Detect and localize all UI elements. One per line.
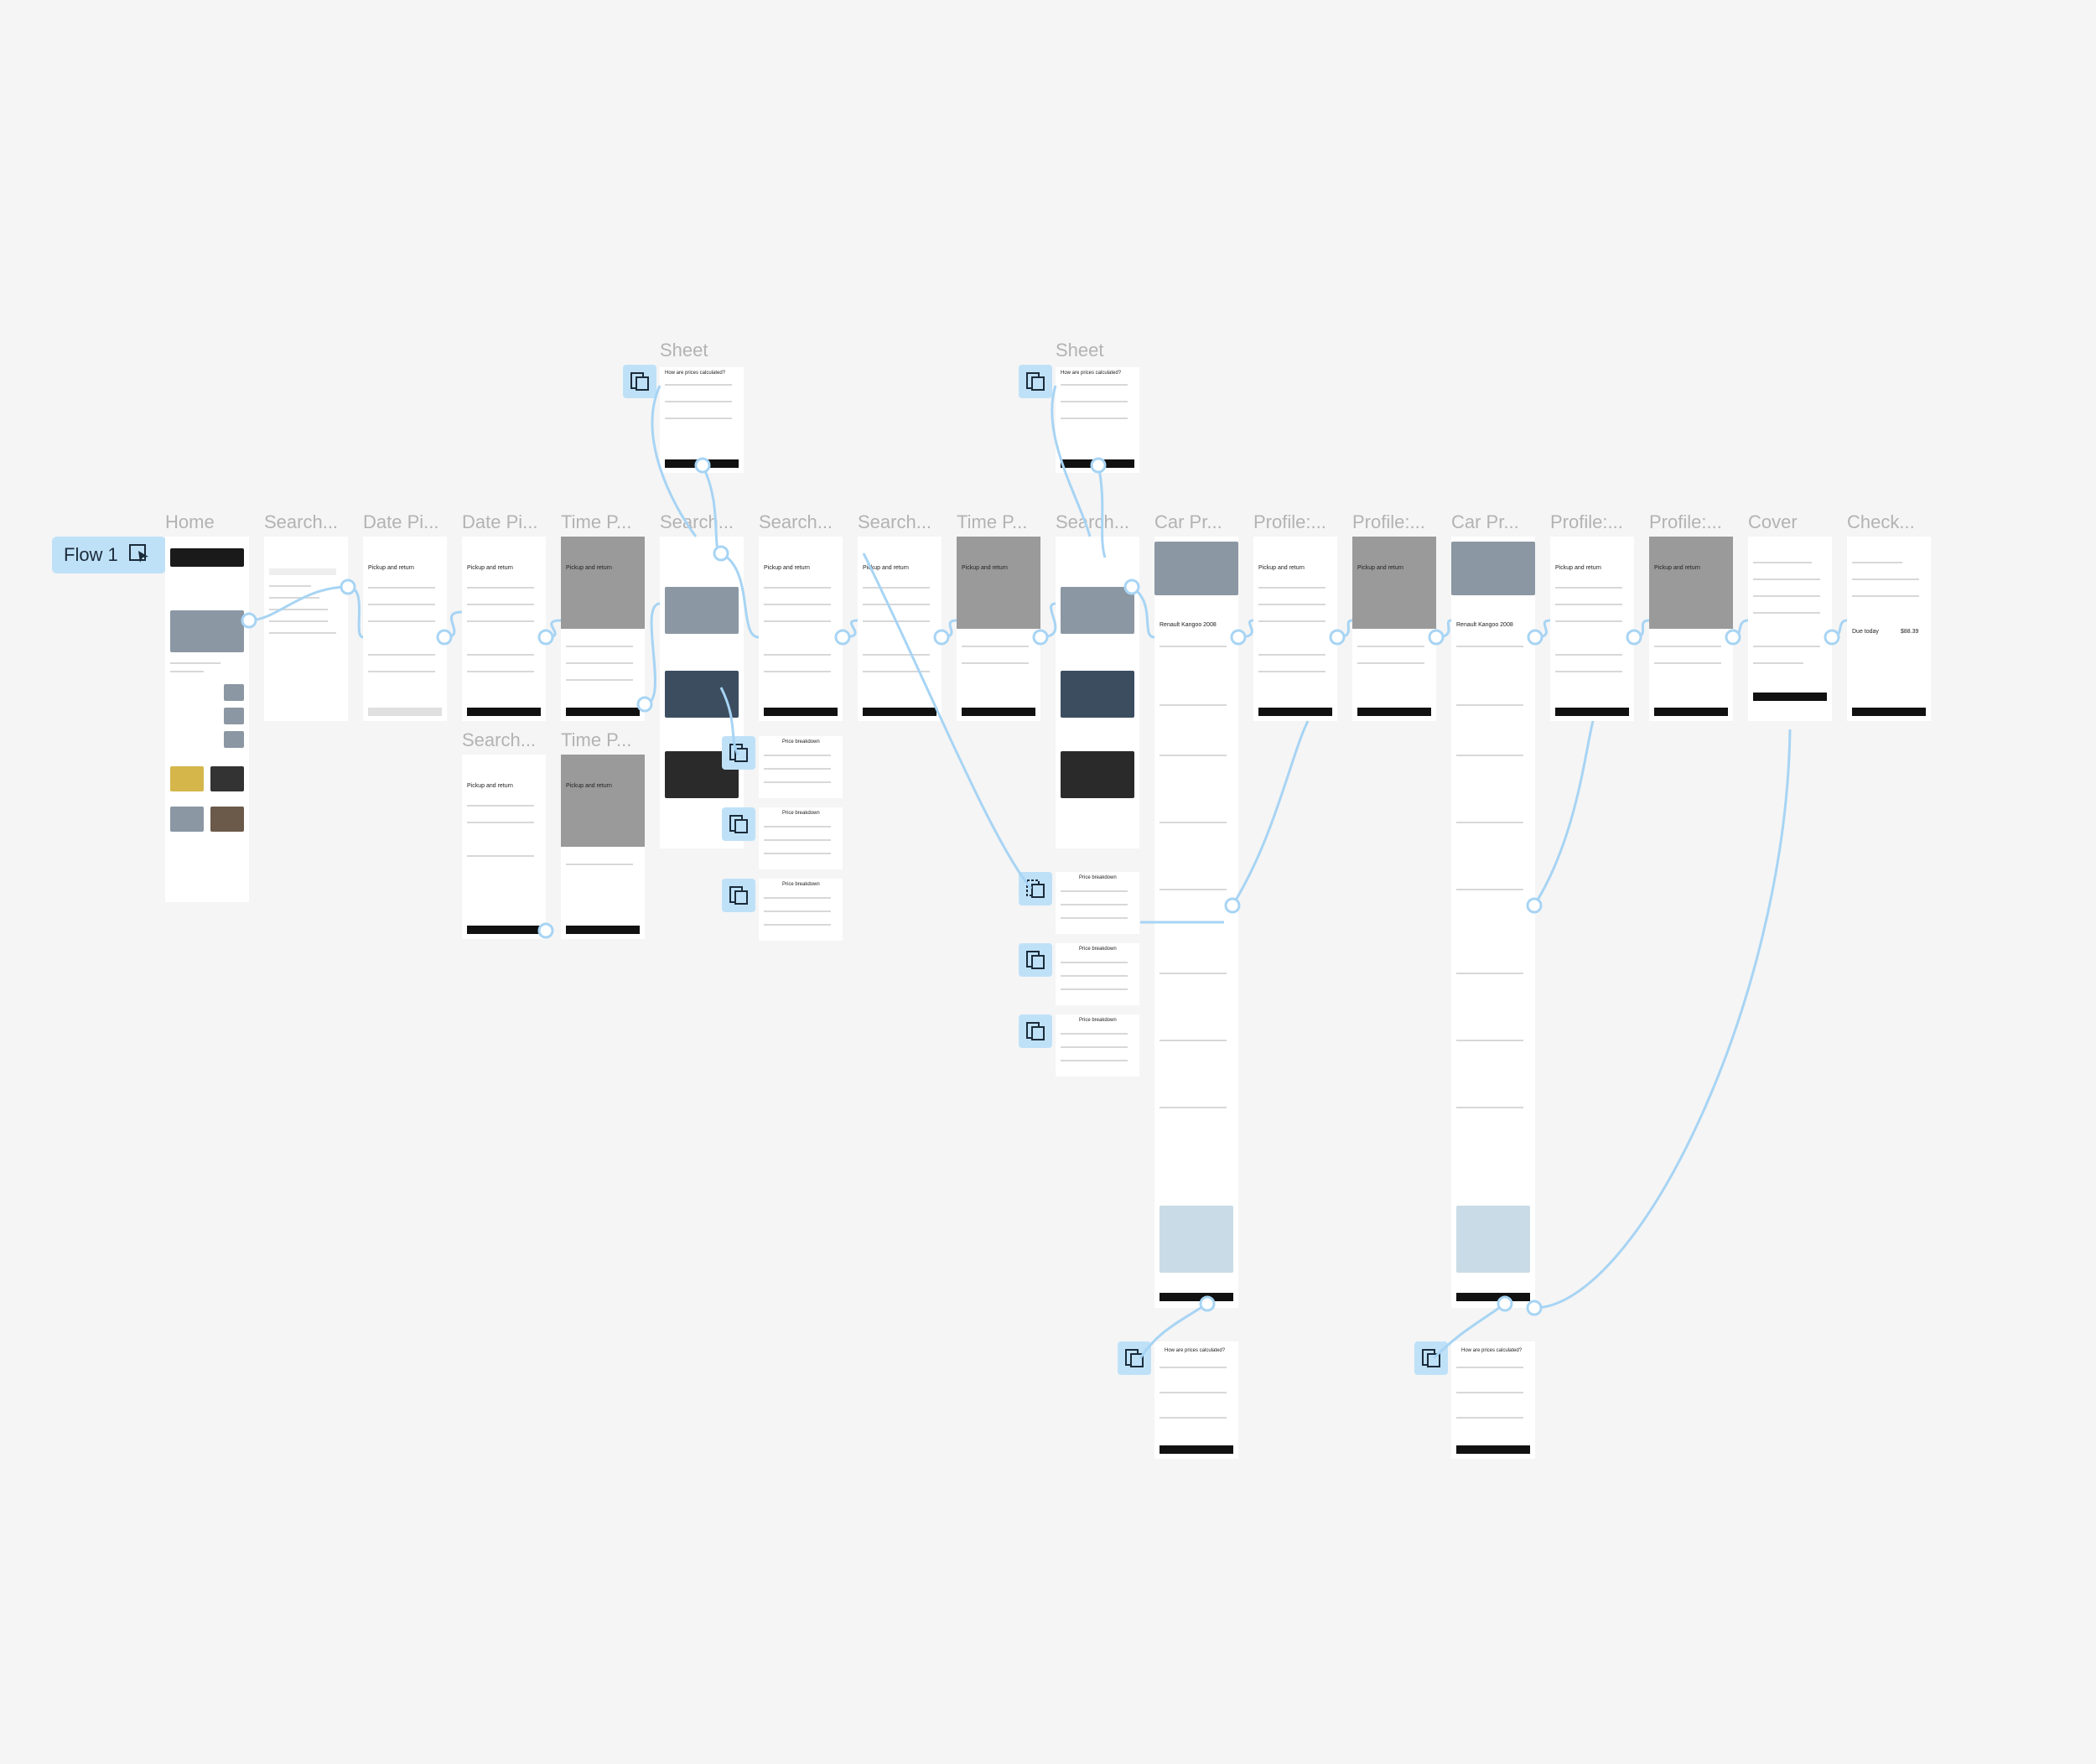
connection-node: [1627, 630, 1641, 644]
connection-line: [721, 687, 738, 755]
connection-node: [1232, 630, 1245, 644]
connection-line: [1534, 721, 1593, 905]
connection-node: [1825, 630, 1839, 644]
connection-node: [539, 924, 553, 937]
connection-line: [864, 553, 1031, 889]
connection-line: [249, 587, 348, 620]
connection-line: [645, 604, 660, 704]
connection-line: [721, 553, 759, 637]
connection-node: [1331, 630, 1344, 644]
connection-node: [1726, 630, 1740, 644]
connection-node: [539, 630, 553, 644]
connection-line: [1098, 465, 1105, 558]
connection-node: [638, 698, 651, 711]
connection-node: [714, 547, 728, 560]
connection-node: [1125, 580, 1139, 594]
connection-line: [1232, 721, 1308, 905]
connection-node: [1201, 1297, 1214, 1310]
connection-node: [1226, 899, 1239, 912]
connection-node: [696, 459, 709, 472]
connection-node: [242, 614, 256, 627]
connection-node: [1034, 630, 1047, 644]
connection-node: [1429, 630, 1443, 644]
connection-node: [836, 630, 849, 644]
connection-line: [1434, 1304, 1505, 1358]
connection-node: [935, 630, 948, 644]
connection-node: [341, 580, 355, 594]
connection-node: [1528, 630, 1542, 644]
connection-node: [1498, 1297, 1512, 1310]
connection-line: [703, 465, 719, 558]
connection-node: [1092, 459, 1105, 472]
connection-node: [438, 630, 451, 644]
connection-line: [652, 386, 696, 537]
connection-line: [1132, 587, 1154, 637]
connection-line: [1140, 1304, 1207, 1358]
connection-node: [1528, 1301, 1541, 1315]
connection-node: [1528, 899, 1541, 912]
connection-line: [1052, 386, 1090, 537]
